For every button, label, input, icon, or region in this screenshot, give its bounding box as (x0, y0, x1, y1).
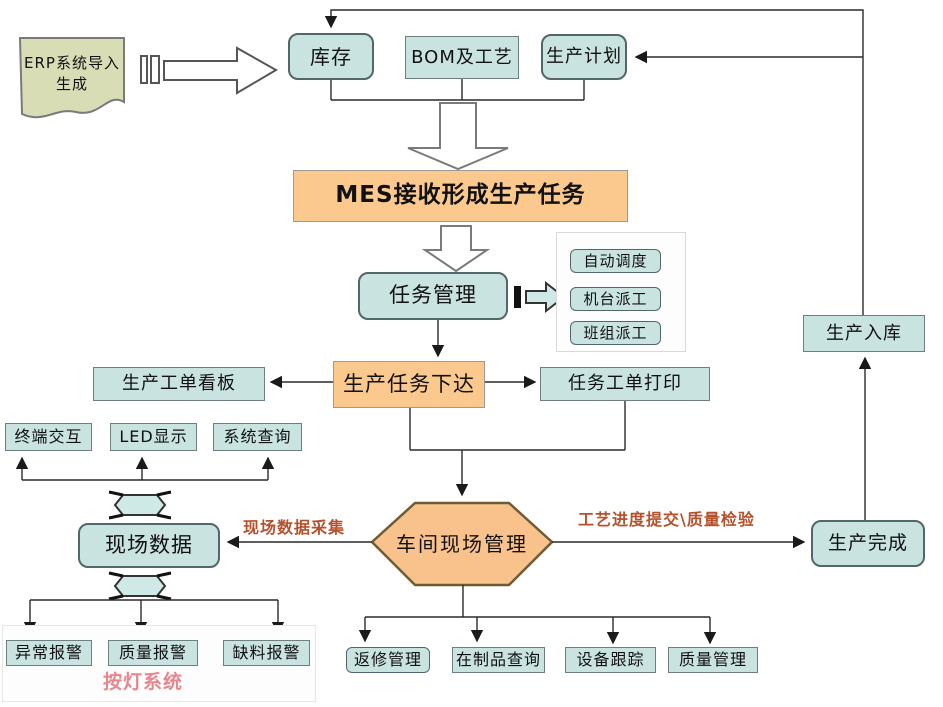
annotation-andon-system: 按灯系统 (103, 671, 184, 693)
erp-source-label: ERP系统导入 生成 (24, 54, 120, 93)
node-team-dispatch: 班组派工 (570, 321, 661, 345)
node-system-query: 系统查询 (213, 423, 302, 451)
connector-terminal-row (15, 456, 275, 481)
node-led-display: LED显示 (110, 423, 197, 451)
node-wip-query: 在制品查询 (452, 647, 545, 673)
double-arrow-bottom (108, 571, 172, 601)
connector-workshop (409, 401, 626, 497)
node-task-management: 任务管理 (358, 272, 508, 320)
node-rework-management: 返修管理 (346, 647, 430, 673)
node-task-release: 生产任务下达 (333, 361, 485, 408)
annotation-field-collection: 现场数据采集 (243, 518, 346, 537)
double-arrow-top (108, 490, 172, 520)
annotation-process-submit: 工艺进度提交\质量检验 (578, 510, 755, 529)
node-production-done: 生产完成 (811, 520, 925, 567)
striped-arrow-large (140, 46, 279, 95)
node-alarm-abnormal: 异常报警 (6, 640, 92, 666)
node-mes-receive: MES接收形成生产任务 (293, 170, 628, 222)
node-production-plan: 生产计划 (541, 34, 627, 80)
block-down-arrow-small (421, 225, 491, 273)
node-field-data: 现场数据 (78, 523, 220, 568)
top-merge-connectors (330, 79, 585, 101)
node-terminal-interaction: 终端交互 (5, 423, 92, 451)
node-alarm-quality: 质量报警 (108, 640, 198, 666)
node-bom: BOM及工艺 (405, 36, 519, 79)
erp-document-shape (18, 37, 125, 119)
feedback-connectors (324, 9, 864, 315)
node-workshop-management: 车间现场管理 (396, 531, 528, 556)
node-inventory: 库存 (288, 33, 374, 80)
node-quality-management: 质量管理 (668, 647, 758, 673)
node-work-order-print: 任务工单打印 (540, 367, 710, 401)
striped-arrow-small (514, 280, 566, 314)
connector-bottom-row (358, 585, 717, 645)
node-equipment-tracking: 设备跟踪 (565, 647, 656, 673)
block-down-arrow-large (407, 102, 509, 171)
node-machine-dispatch: 机台派工 (570, 287, 661, 311)
node-alarm-material: 缺料报警 (223, 640, 310, 666)
node-work-order-kanban: 生产工单看板 (93, 367, 265, 401)
node-warehouse-in: 生产入库 (803, 315, 925, 352)
node-auto-scheduling: 自动调度 (570, 249, 661, 273)
